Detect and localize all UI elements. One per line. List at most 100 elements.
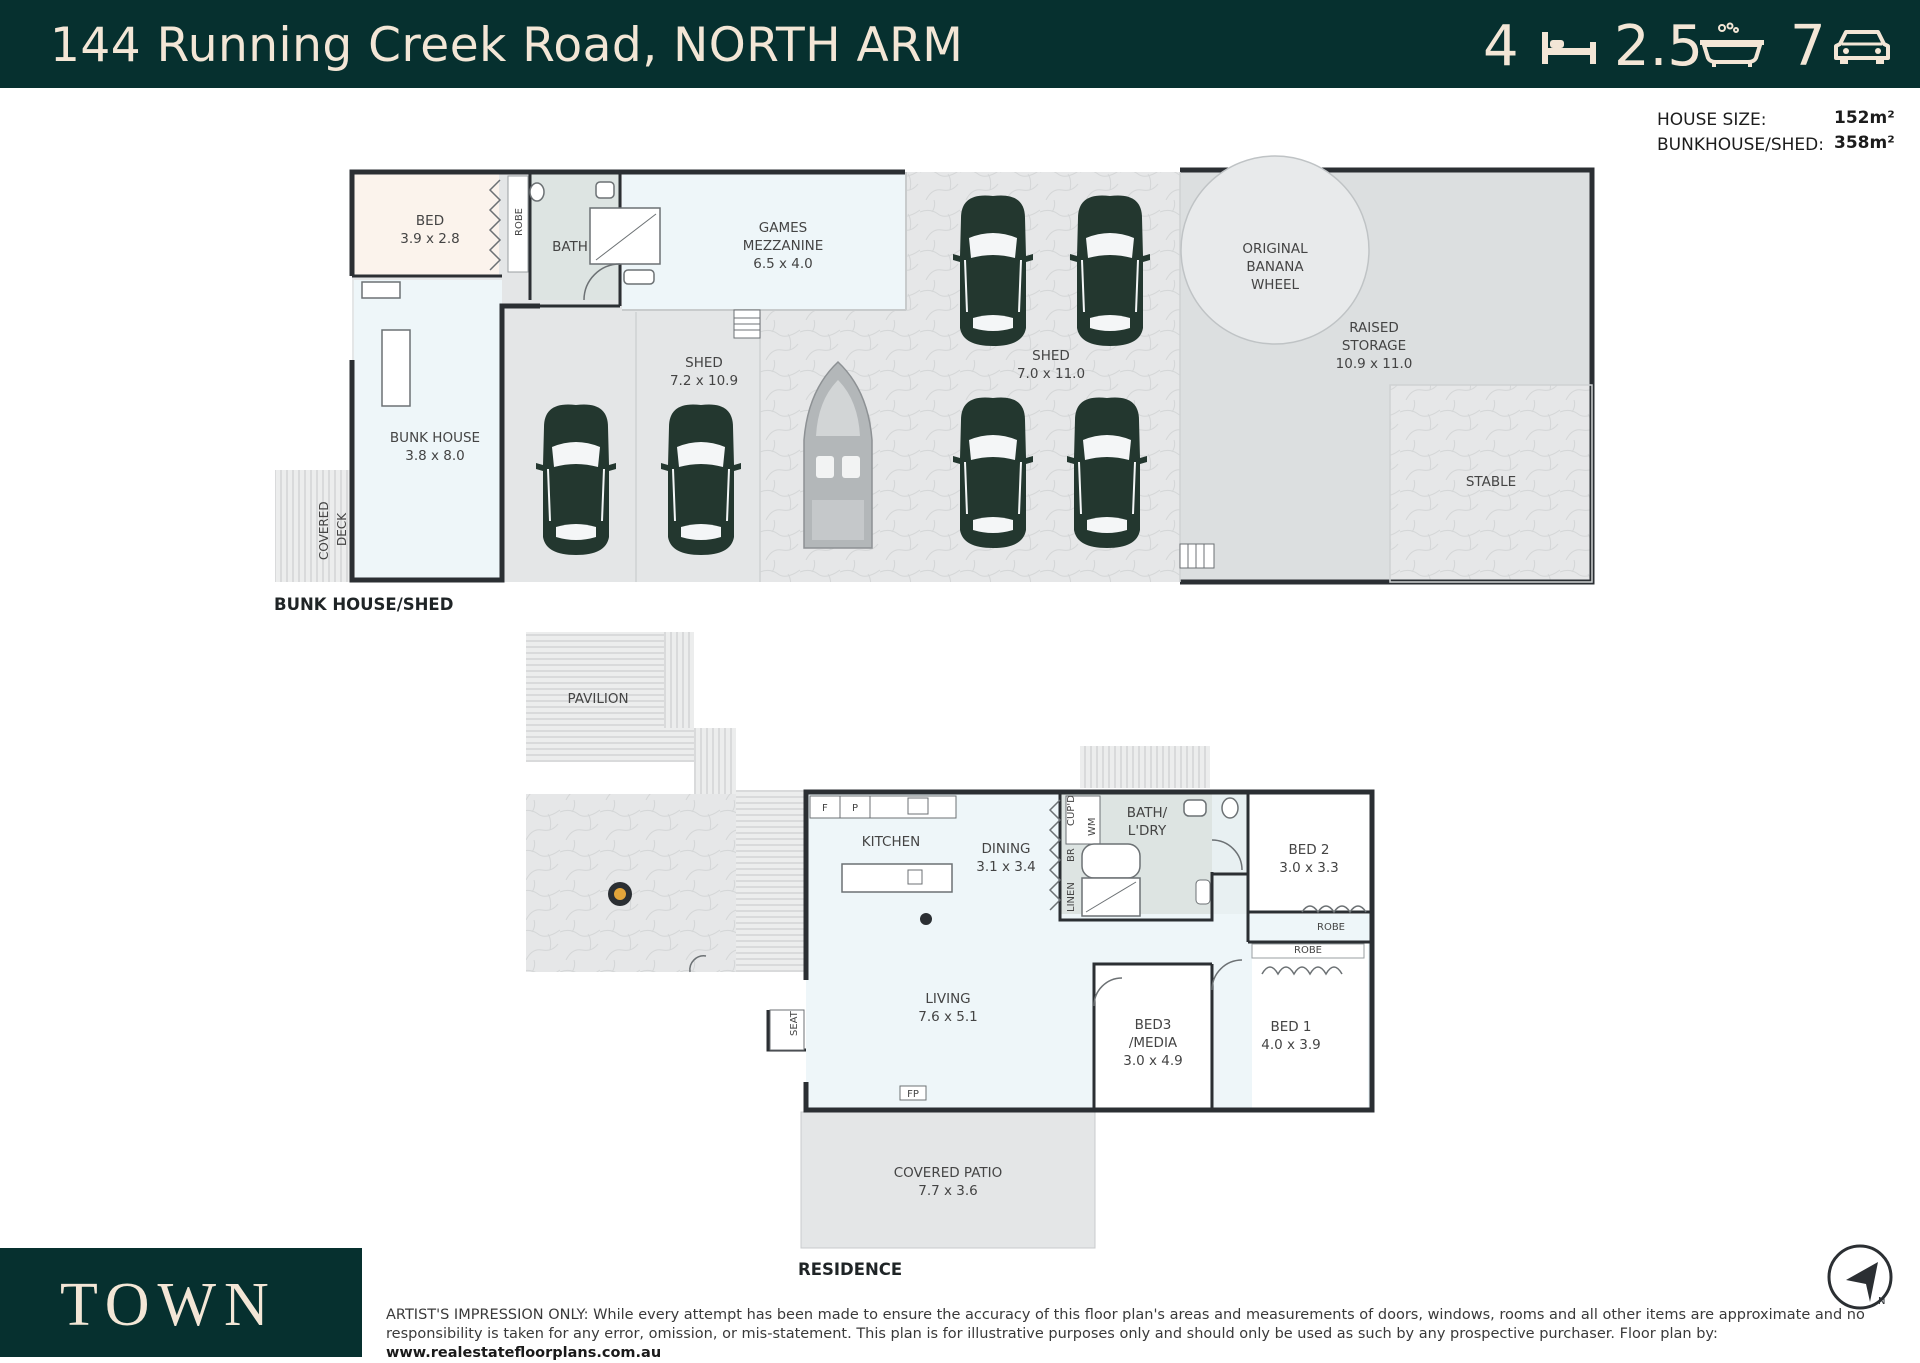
label-shed-big-dim: 7.0 x 11.0 (1017, 366, 1085, 382)
bunk-sink (361, 281, 401, 299)
cupboard (1065, 795, 1101, 845)
label-shed-big: SHED (1032, 348, 1070, 364)
bunk-room-floor (354, 280, 502, 580)
car-5 (952, 396, 1034, 549)
shed-wall-top-left (349, 169, 905, 276)
fireplace (899, 1085, 927, 1101)
bunk-wall (349, 303, 540, 583)
label-bed1-dim: 4.0 x 3.9 (1261, 1037, 1321, 1053)
bed3-floor (1094, 964, 1210, 1108)
label-banana: BANANA (1246, 259, 1304, 275)
bed-count: 4 (1483, 14, 1519, 79)
robe-cabinet (507, 175, 529, 273)
boat (803, 360, 873, 549)
label-laundry: L'DRY (1128, 823, 1167, 839)
residence-plan: PAVILION KITCHEN F P DINING 3.1 x 3.4 CU… (526, 632, 1375, 1279)
cupboard-doors (1048, 799, 1062, 911)
bunk-bench (381, 329, 411, 407)
label-bed1: BED 1 (1270, 1019, 1311, 1035)
label-patio-dim: 7.7 x 3.6 (918, 1183, 978, 1199)
covered-deck-floor (275, 470, 355, 582)
label-seat: SEAT (789, 1010, 800, 1036)
shower-screen (595, 213, 657, 261)
label-robe: ROBE (514, 208, 525, 236)
shower-res-screen (1085, 881, 1137, 913)
cooktop (907, 797, 929, 815)
car-2 (660, 403, 742, 556)
label-dining-dim: 3.1 x 3.4 (976, 859, 1036, 875)
bath-count: 2.5 (1614, 14, 1704, 79)
res-basin (1183, 799, 1207, 817)
label-deck: DECK (335, 512, 349, 546)
agency-logo: TOWN (0, 1248, 362, 1357)
label-patio: COVERED PATIO (894, 1165, 1003, 1181)
car-1 (535, 403, 617, 556)
label-raised: RAISED (1349, 320, 1399, 336)
vanity (623, 269, 655, 285)
laundry-tub (1195, 879, 1211, 905)
gate-swing (689, 955, 707, 973)
toilet-door-swing (1211, 839, 1243, 871)
label-living: LIVING (925, 991, 970, 1007)
bed2-room (1248, 794, 1372, 912)
disclaimer-text: ARTIST'S IMPRESSION ONLY: While every at… (386, 1307, 1865, 1342)
stable-floor (1390, 385, 1592, 582)
residence-outer-wall (803, 789, 1375, 1113)
label-original: ORIGINAL (1242, 241, 1308, 257)
compass-letter: N (1878, 1296, 1885, 1307)
label-pantry: P (852, 803, 858, 814)
label-dining: DINING (981, 841, 1030, 857)
label-shed-small-dim: 7.2 x 10.9 (670, 373, 738, 389)
seat-bench (769, 1009, 805, 1051)
bed2-robe-doors (1301, 905, 1367, 914)
label-bed3: BED3 (1135, 1017, 1172, 1033)
car-3 (952, 194, 1034, 347)
label-games-dim: 6.5 x 4.0 (753, 256, 813, 272)
toilet (529, 182, 545, 202)
car-6 (1066, 396, 1148, 549)
label-kitchen: KITCHEN (862, 834, 921, 850)
car-icon (1834, 30, 1890, 64)
label-br: BR (1066, 848, 1077, 862)
label-bath-res: BATH/ (1127, 805, 1168, 821)
label-games: GAMES (759, 220, 807, 236)
agency-logo-text: TOWN (60, 1271, 277, 1339)
label-bed2-dim: 3.0 x 3.3 (1279, 860, 1339, 876)
label-living-dim: 7.6 x 5.1 (918, 1009, 978, 1025)
label-bed2: BED 2 (1288, 842, 1329, 858)
label-storage-dim: 10.9 x 11.0 (1336, 356, 1413, 372)
label-bath: BATH (552, 239, 588, 255)
bed-icon (1542, 32, 1596, 64)
rear-deck (1080, 746, 1210, 788)
section-title-bunkhouse: BUNK HOUSE/SHED (274, 595, 453, 614)
bathtub (1081, 843, 1141, 879)
basin (595, 181, 615, 199)
label-fridge: F (822, 803, 828, 814)
side-deck (736, 790, 804, 972)
label-storage: STORAGE (1342, 338, 1406, 354)
stable-outline (1389, 384, 1593, 583)
property-address: 144 Running Creek Road, NORTH ARM (50, 18, 964, 73)
shed-size-label: BUNKHOUSE/SHED: (1657, 135, 1824, 155)
bed1-floor (1252, 942, 1368, 1108)
bunkhouse-plan: BED 3.9 x 2.8 ROBE BATH GAMES MEZZANINE … (274, 155, 1595, 614)
car-count: 7 (1790, 14, 1826, 79)
bed3-wall (1092, 962, 1212, 1110)
header-bar: 144 Running Creek Road, NORTH ARM 4 2.5 … (0, 0, 1920, 88)
shed-size-number: 358m² (1834, 133, 1895, 153)
label-mezzanine: MEZZANINE (743, 238, 824, 254)
games-mezzanine-floor (622, 174, 906, 310)
label-shed-small: SHED (685, 355, 723, 371)
bed-room-floor (354, 174, 499, 276)
storage-wall (1180, 167, 1595, 585)
storage-stairs (1179, 543, 1215, 569)
house-size-number: 152m² (1834, 108, 1895, 128)
robe-doors (488, 179, 502, 271)
island-sink (907, 869, 923, 885)
label-bed3-dim: 3.0 x 4.9 (1123, 1053, 1183, 1069)
label-bunk: BUNK HOUSE (390, 430, 480, 446)
mezzanine-stair-treads (734, 317, 760, 331)
bed1-robe (1251, 943, 1365, 959)
bath-icon (1700, 22, 1764, 67)
